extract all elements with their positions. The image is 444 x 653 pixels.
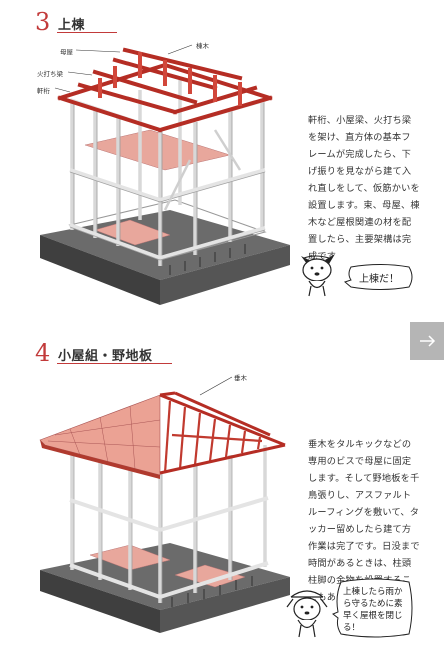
step-number-4: 4	[35, 339, 51, 367]
section-description: 軒桁、小屋梁、火打ち梁を架け、直方体の基本フレームが完成したら、下げ振りを見なが…	[308, 115, 420, 262]
step-number-3: 3	[35, 8, 51, 36]
label-taruki: 垂木	[234, 374, 247, 382]
label-nokigeta: 軒桁	[37, 87, 50, 95]
house-frame-illustration	[40, 44, 290, 305]
section-rule	[57, 363, 172, 364]
label-munagi: 棟木	[196, 42, 209, 50]
label-hoya: 母屋	[60, 48, 73, 56]
speech-text-jouto: 上棟だ！	[359, 274, 399, 285]
section-rule	[57, 32, 117, 33]
house-roof-illustration	[39, 376, 290, 633]
next-page-tab[interactable]	[410, 322, 444, 360]
step-title-jouto: 上棟	[58, 18, 86, 33]
label-hiuchibari: 火打ち梁	[37, 70, 63, 78]
speech-text-roof: 上棟したら雨から守るために素早く屋根を閉じる！	[343, 587, 403, 633]
arrow-right-icon	[420, 335, 436, 347]
speech-bubble	[343, 264, 413, 290]
speech-bubble	[332, 578, 413, 638]
step-title-koyagumi: 小屋組・野地板	[58, 349, 153, 364]
dog-mascot-helmet-icon	[286, 590, 328, 638]
dog-mascot-icon	[301, 254, 335, 297]
